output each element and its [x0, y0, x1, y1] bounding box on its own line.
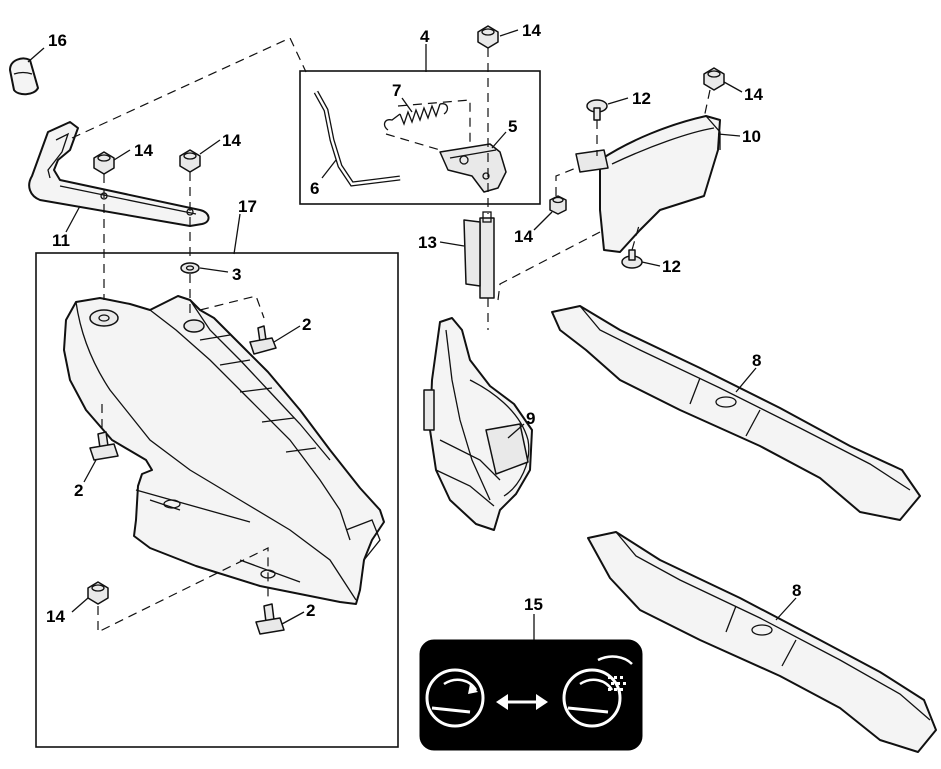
leader-14-top — [499, 29, 519, 37]
leader-11 — [65, 205, 81, 233]
blade-part-8-top — [551, 305, 921, 521]
assembly-dash-deflector — [497, 231, 601, 301]
nut-part-14-arm-b — [179, 149, 201, 173]
callout-6: 6 — [310, 179, 319, 198]
mulch-mode-icon — [425, 668, 485, 728]
leader-2-bottom — [281, 611, 305, 625]
leader-12-top — [607, 97, 629, 105]
leader-2-left — [83, 459, 97, 483]
assembly-dash-bottom — [97, 547, 269, 633]
leader-14-arm-a — [113, 149, 131, 161]
leader-6 — [321, 159, 337, 179]
assembly-dash-bolt-top — [199, 295, 265, 319]
plate-part-13 — [463, 219, 481, 287]
callout-4: 4 — [420, 27, 430, 46]
leader-9 — [507, 423, 525, 439]
callout-2-top: 2 — [302, 315, 311, 334]
leader-14-mid — [533, 211, 553, 231]
callout-2-bottom: 2 — [306, 601, 315, 620]
leader-14-arm-b — [199, 139, 221, 155]
leader-12-bottom — [641, 261, 661, 267]
washer-part-3 — [180, 262, 200, 274]
callout-10: 10 — [742, 127, 761, 146]
discharge-chute-part-17 — [63, 295, 385, 605]
callout-12-bottom: 12 — [662, 257, 681, 276]
leader-8-bottom — [775, 597, 797, 621]
callout-13: 13 — [418, 233, 437, 252]
callout-5: 5 — [508, 117, 517, 136]
rod-part-6 — [313, 90, 401, 187]
callout-12-top: 12 — [632, 89, 651, 108]
nut-part-14-bottom — [87, 581, 109, 605]
bolt-part-2-top — [249, 325, 277, 355]
callout-3: 3 — [232, 265, 241, 284]
leader-3 — [199, 267, 229, 273]
shaft-part — [479, 211, 495, 299]
callout-16: 16 — [48, 31, 67, 50]
deflector-part-9 — [423, 317, 533, 531]
callout-9: 9 — [526, 409, 535, 428]
lift-arm-part-11 — [28, 121, 210, 227]
leader-16 — [27, 47, 45, 63]
callout-2-left: 2 — [74, 481, 83, 500]
screw-part-12-top — [586, 99, 608, 121]
group-box-4 — [299, 70, 541, 205]
leader-14-bottom — [71, 597, 89, 613]
double-arrow-icon — [496, 694, 548, 710]
callout-7: 7 — [392, 81, 401, 100]
callout-14-mid: 14 — [514, 227, 533, 246]
assembly-dash-screw-bottom — [631, 221, 641, 251]
callout-17: 17 — [238, 197, 257, 216]
callout-14-bottom: 14 — [46, 607, 65, 626]
leader-8-top — [735, 367, 757, 393]
callout-14-right: 14 — [744, 85, 763, 104]
callout-14-top: 14 — [522, 21, 541, 40]
assembly-dash-nut-right — [703, 89, 711, 119]
callout-14-arm-a: 14 — [134, 141, 153, 160]
callout-8-bottom: 8 — [792, 581, 801, 600]
callout-8-top: 8 — [752, 351, 761, 370]
nut-part-14-top — [477, 25, 499, 49]
discharge-mode-icon — [562, 655, 633, 728]
callout-11: 11 — [52, 231, 70, 250]
leader-5 — [491, 131, 507, 149]
assembly-dash-side — [555, 167, 577, 196]
screw-part-12-bottom — [621, 249, 643, 269]
assembly-dash-knob-arm — [71, 37, 307, 139]
leader-10 — [717, 133, 741, 137]
nut-part-14-right — [703, 67, 725, 91]
bolt-part-2-bottom — [255, 603, 285, 635]
knob-part-16 — [9, 57, 39, 96]
blade-part-8-bottom — [587, 531, 937, 753]
spring-part-7 — [383, 103, 449, 131]
leader-2-top — [273, 325, 301, 343]
nut-part-14-mid — [549, 195, 567, 215]
leader-17 — [233, 213, 241, 255]
bolt-part-2-left — [89, 431, 119, 461]
decal-part-15 — [419, 639, 643, 751]
bracket-part-5 — [439, 143, 507, 193]
spring-guide-dash-2 — [385, 133, 441, 151]
nut-part-14-arm-a — [93, 151, 115, 175]
leader-13 — [439, 241, 465, 247]
leader-7 — [401, 97, 413, 113]
callout-14-arm-b: 14 — [222, 131, 241, 150]
callout-15: 15 — [524, 595, 543, 614]
leader-14-right — [723, 81, 743, 93]
side-plate-part-10 — [575, 115, 721, 253]
group-box-17 — [35, 252, 399, 748]
